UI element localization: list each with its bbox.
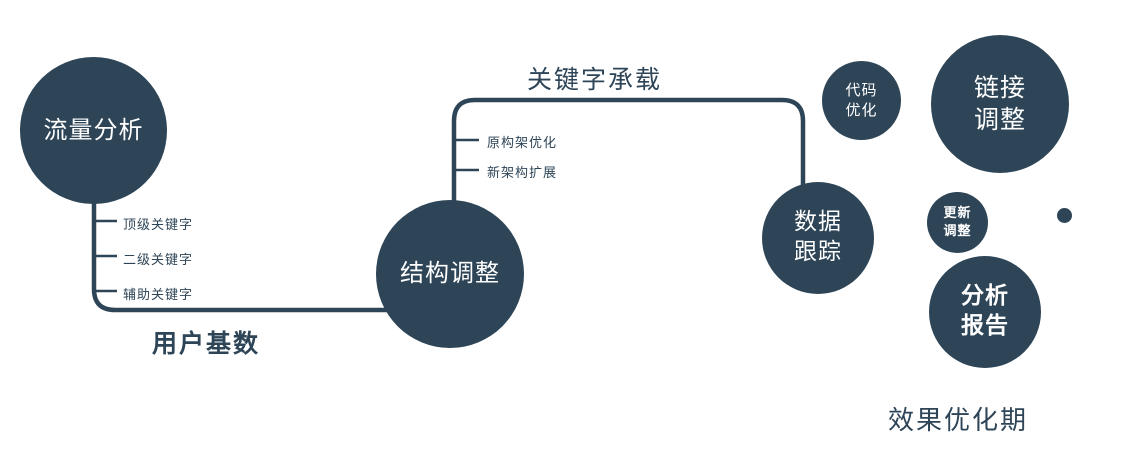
node-structure-adjust-label: 结构调整 xyxy=(400,259,500,288)
node-analysis-report-line2: 报告 xyxy=(961,313,1009,339)
node-analysis-report-line1: 分析 xyxy=(961,283,1009,310)
node-data-tracking-line2: 跟踪 xyxy=(794,239,842,265)
connector-structure-to-data xyxy=(451,97,806,208)
node-link-adjustment-line2: 调整 xyxy=(973,105,1026,134)
node-update-adjustment: 更新 调整 xyxy=(927,192,988,253)
bullet-dot xyxy=(1057,208,1072,223)
tick-label-top-keywords: 顶级关键字 xyxy=(123,218,194,233)
node-data-tracking: 数据 跟踪 xyxy=(762,182,874,294)
node-data-tracking-line1: 数据 xyxy=(794,209,842,236)
node-link-adjustment: 链接 调整 xyxy=(931,35,1069,173)
edge-label-user-base: 用户基数 xyxy=(152,329,261,358)
phase-label: 效果优化期 xyxy=(888,406,1029,436)
node-traffic-analysis: 流量分析 xyxy=(20,57,167,204)
node-code-optimization-line1: 代码 xyxy=(845,81,878,99)
tick-label-second-keywords: 二级关键字 xyxy=(123,253,194,268)
node-traffic-analysis-label: 流量分析 xyxy=(43,115,144,144)
node-code-optimization-line2: 优化 xyxy=(845,100,878,119)
node-update-adjustment-line1: 更新 xyxy=(943,205,972,221)
node-analysis-report: 分析 报告 xyxy=(929,256,1041,368)
edge-label-keyword-carry: 关键字承载 xyxy=(527,65,663,94)
node-update-adjustment-line2: 调整 xyxy=(943,223,972,239)
node-link-adjustment-line1: 链接 xyxy=(973,72,1026,102)
connector-traffic-to-structure xyxy=(91,198,400,313)
node-code-optimization: 代码 优化 xyxy=(822,61,901,140)
tick-label-aux-keywords: 辅助关键字 xyxy=(123,288,194,303)
node-structure-adjust: 结构调整 xyxy=(376,200,524,348)
tick-label-original-arch: 原构架优化 xyxy=(487,136,558,151)
tick-label-new-arch: 新架构扩展 xyxy=(487,166,558,181)
